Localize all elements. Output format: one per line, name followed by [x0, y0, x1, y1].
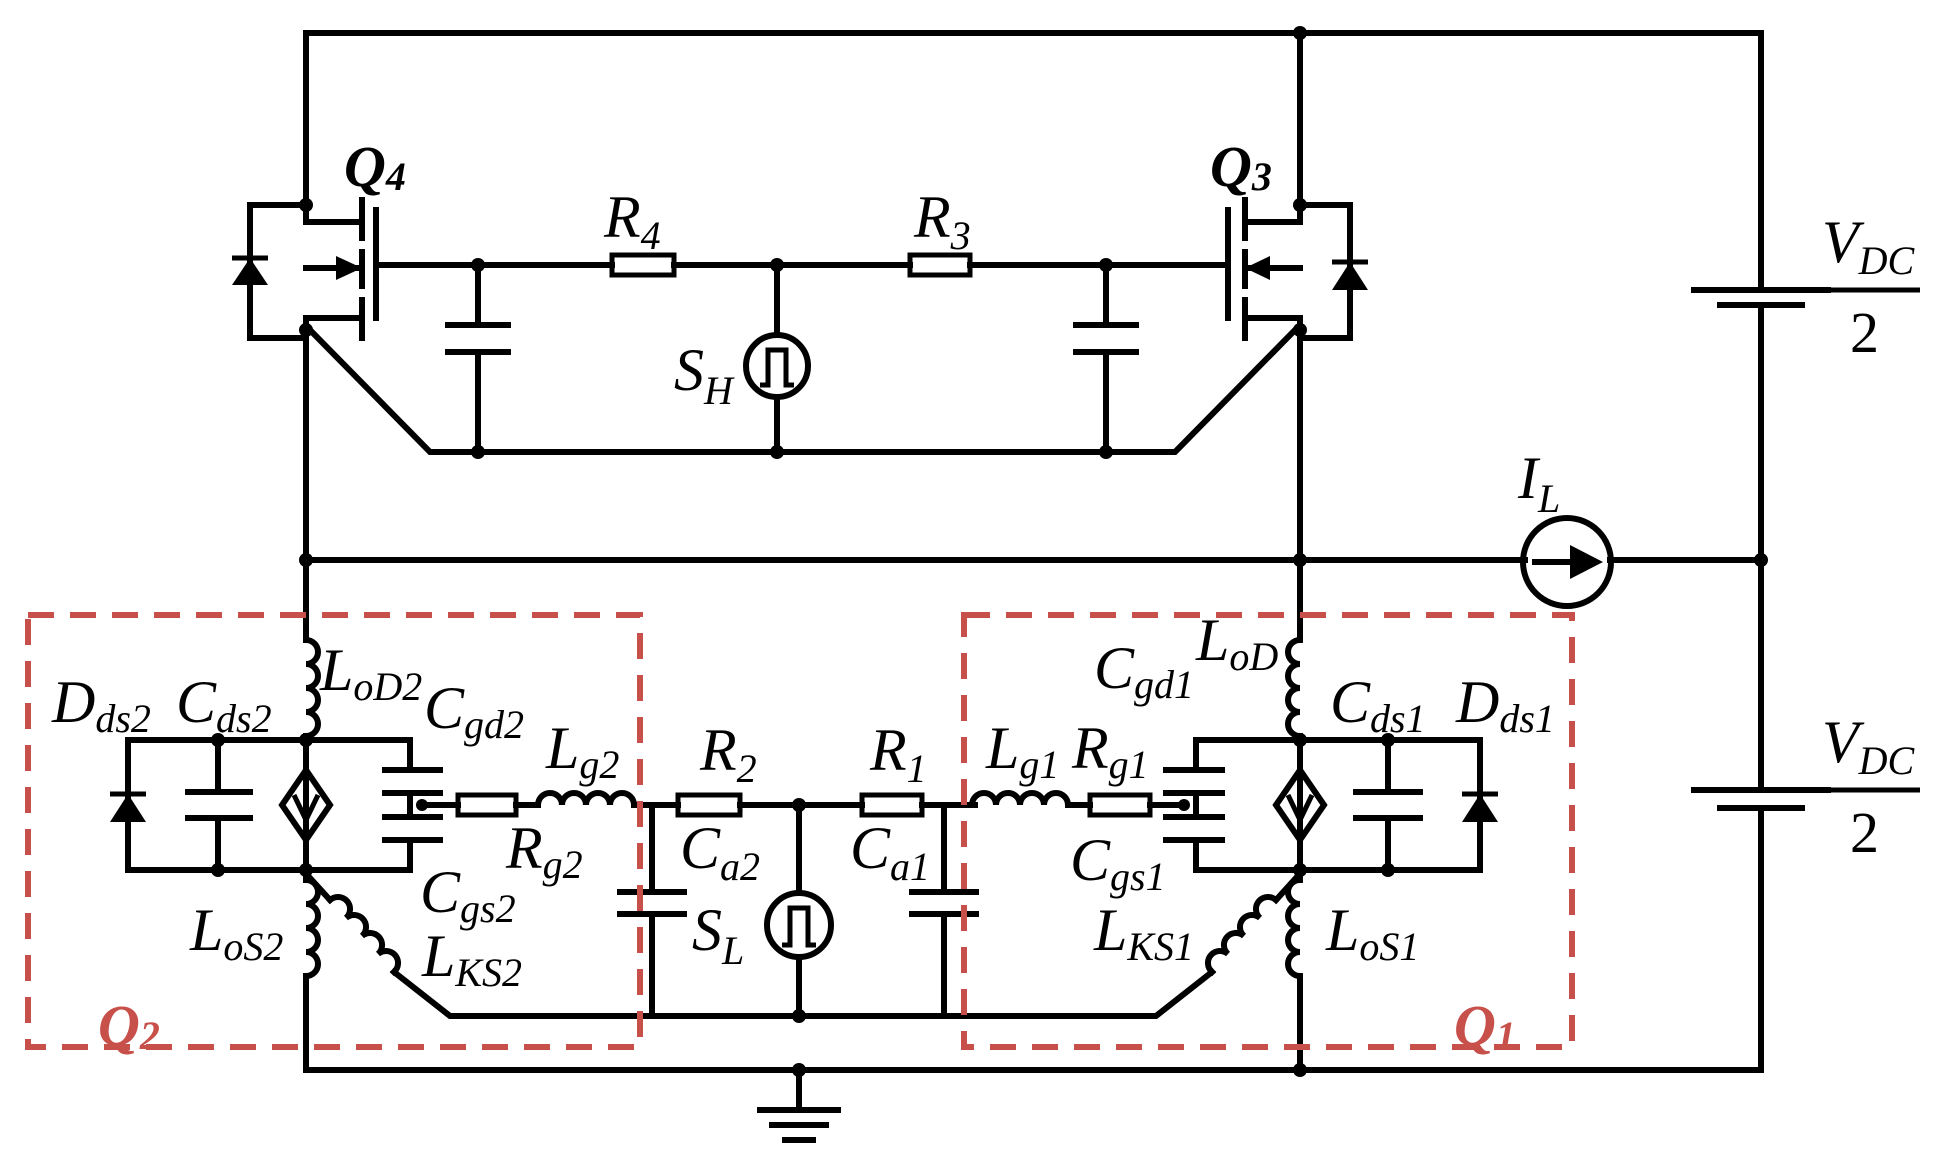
- mosfet-q4: [303, 197, 379, 341]
- label-cgs1: Cgs1: [1070, 827, 1166, 899]
- label-q1: Q1: [1454, 993, 1516, 1058]
- module-q2: [110, 557, 681, 1073]
- label-q3: Q3: [1210, 134, 1272, 199]
- label-r3: R3: [913, 184, 971, 258]
- label-cds1: Cds1: [1330, 669, 1426, 741]
- label-cgd2: Cgd2: [424, 675, 524, 747]
- labels: Q4 Q3 Q2 Q1 R4 R3 SH IL VDC 2 VDC 2 Dds2…: [51, 134, 1920, 1058]
- diode-q3: [1332, 259, 1368, 290]
- resistor-r3: [907, 252, 973, 278]
- label-lks2: LKS2: [421, 923, 522, 995]
- current-source-il: [1520, 515, 1614, 609]
- label-sh: SH: [674, 337, 735, 413]
- mosfet-q3: [1225, 197, 1303, 341]
- label-r1: R1: [869, 717, 927, 791]
- label-cgd1: Cgd1: [1094, 635, 1194, 707]
- label-lod1: LoD: [1195, 607, 1278, 679]
- capacitor-top-left: [445, 322, 511, 355]
- label-cds2: Cds2: [176, 669, 272, 741]
- label-rg1: Rg1: [1071, 715, 1149, 787]
- label-rg2: Rg2: [505, 815, 583, 887]
- capacitor-top-right: [1073, 322, 1139, 355]
- label-cgs2: Cgs2: [420, 859, 516, 931]
- junction-dots: [211, 26, 1768, 1077]
- ground-symbol: [757, 1107, 841, 1143]
- label-lg2: Lg2: [545, 715, 619, 787]
- middle-network: [617, 792, 979, 1019]
- label-lks1: LKS1: [1093, 897, 1194, 969]
- label-lod2: LoD2: [319, 637, 422, 709]
- wires-top: [247, 30, 1764, 1113]
- module-box-q2: [25, 612, 643, 1050]
- label-dds1: Dds1: [1455, 669, 1555, 741]
- pulse-source-sh: [743, 332, 811, 400]
- resistor-r4: [609, 252, 677, 278]
- diode-q4: [232, 255, 268, 285]
- label-r4: R4: [603, 184, 661, 258]
- label-los2: LoS2: [189, 897, 283, 969]
- label-vdc-bottom-den: 2: [1850, 800, 1879, 865]
- label-vdc-top-den: 2: [1850, 300, 1879, 365]
- battery-bottom: [1691, 787, 1831, 811]
- label-q2: Q2: [98, 993, 160, 1058]
- label-ca1: Ca1: [850, 815, 930, 889]
- battery-top: [1691, 287, 1831, 308]
- label-los1: LoS1: [1325, 897, 1419, 969]
- label-sl: SL: [692, 897, 744, 973]
- label-q4: Q4: [344, 134, 406, 199]
- label-r2: R2: [699, 717, 757, 791]
- label-ca2: Ca2: [680, 815, 760, 889]
- label-il: IL: [1517, 445, 1560, 521]
- module-box-q1: [961, 612, 1575, 1050]
- label-vdc-top: VDC: [1822, 209, 1916, 283]
- label-dds2: Dds2: [51, 669, 151, 741]
- label-vdc-bottom: VDC: [1822, 709, 1916, 783]
- label-lg1: Lg1: [985, 715, 1059, 787]
